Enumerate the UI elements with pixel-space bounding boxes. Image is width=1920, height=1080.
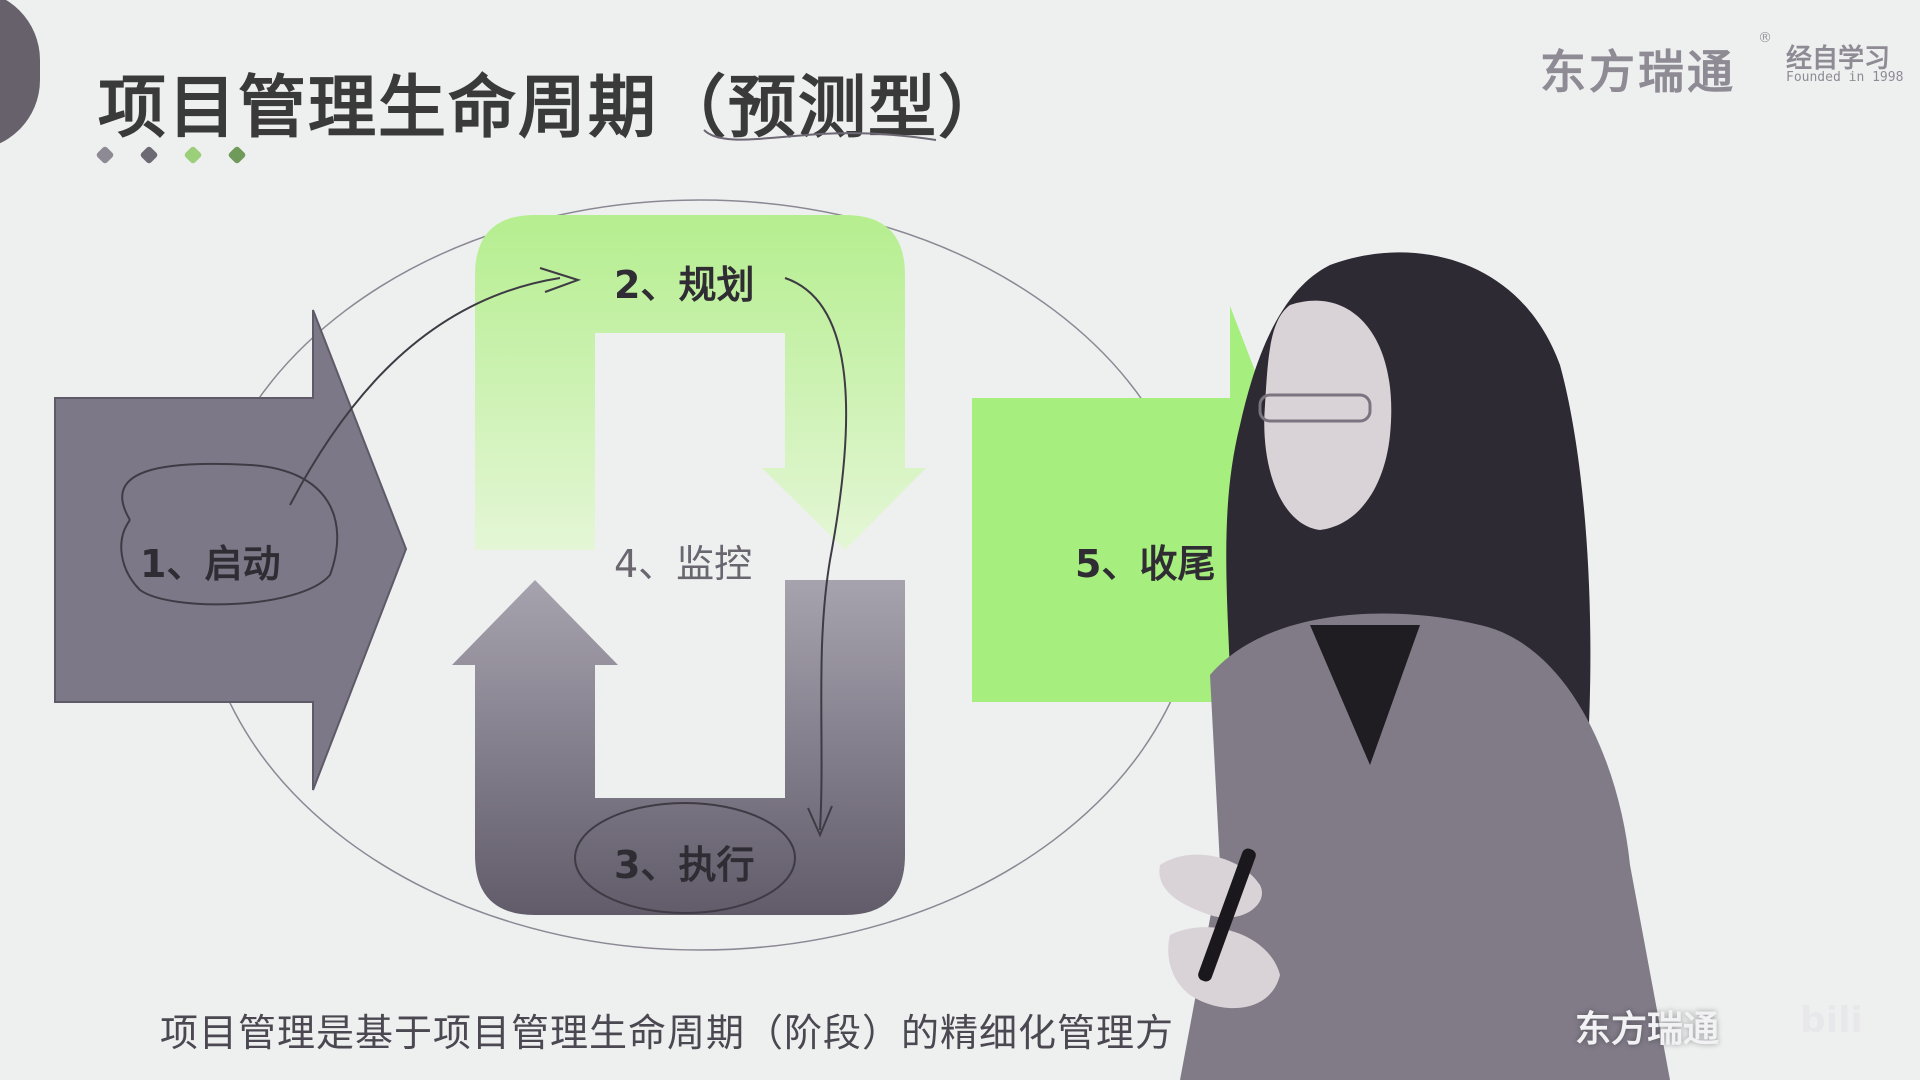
- plan-arrow: [475, 215, 926, 550]
- stage-plan-label: 2、规划: [614, 263, 755, 307]
- stage-initiate-label: 1、启动: [140, 542, 281, 586]
- presenter-glasses: [1258, 393, 1372, 423]
- secondary-brand-tagline: Founded in 1998: [1786, 70, 1904, 85]
- execute-arrow: [452, 580, 905, 915]
- presenter-jacket: [1180, 613, 1670, 1080]
- stage-execute-label: 3、执行: [614, 843, 755, 887]
- annotation-circle-execute: [574, 802, 796, 914]
- annotation-arrow-plan-to-execute: [784, 277, 848, 838]
- presenter-hand-right: [1168, 927, 1280, 1009]
- annotation-circle-initiate: [120, 462, 339, 606]
- caption-subtitle: 项目管理是基于项目管理生命周期（阶段）的精细化管理方: [160, 1011, 1175, 1055]
- slide-title: 项目管理生命周期（预测型）: [98, 69, 1009, 148]
- stage-close-label: 5、收尾: [1075, 542, 1216, 586]
- initiate-arrow: [54, 309, 408, 791]
- brand-logo: 东方瑞通: [1540, 45, 1736, 99]
- presenter-face: [1264, 300, 1392, 530]
- presenter-video-overlay: [1159, 252, 1670, 1080]
- video-watermark: 东方瑞通: [1575, 1009, 1720, 1050]
- presenter-shirt: [1310, 625, 1420, 765]
- secondary-brand: 经自学习: [1786, 44, 1891, 74]
- annotation-arrow-to-plan: [289, 267, 582, 506]
- brand-registered-mark: ®: [1758, 30, 1772, 46]
- title-annotation-underline: [703, 129, 937, 141]
- stage-monitor-label: 4、监控: [614, 542, 753, 586]
- platform-watermark: bili: [1800, 1000, 1863, 1041]
- presenter-pen: [1198, 848, 1256, 982]
